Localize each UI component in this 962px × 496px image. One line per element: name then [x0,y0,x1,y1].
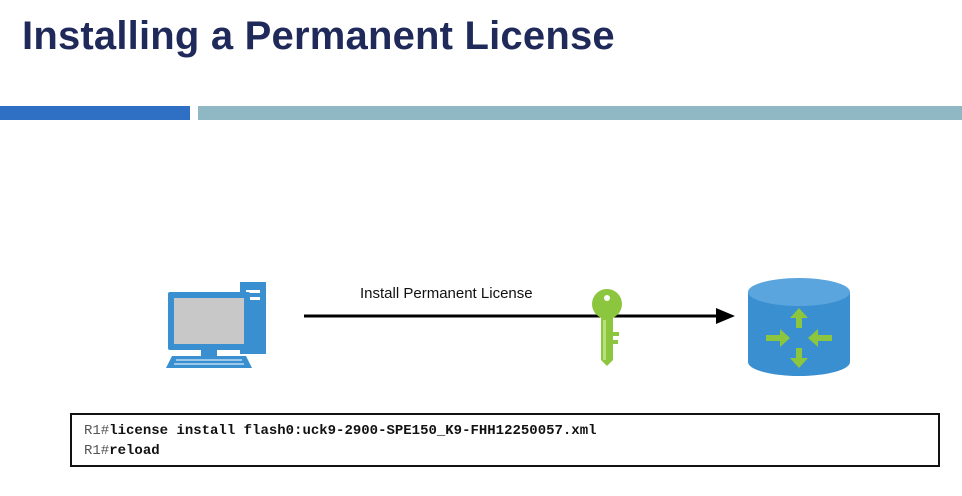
cli-line: R1#reload [84,441,938,461]
cli-command: license install flash0:uck9-2900-SPE150_… [109,423,597,439]
slide-title: Installing a Permanent License [22,14,615,58]
key-icon [592,289,622,366]
cli-command: reload [109,443,160,459]
title-underline [198,106,962,120]
router-icon [748,278,850,376]
cli-line: R1#license install flash0:uck9-2900-SPE1… [84,421,938,441]
arrow-label: Install Permanent License [360,285,533,302]
cli-prompt: R1# [84,443,110,459]
title-underline-accent [0,106,190,120]
cli-prompt: R1# [84,423,110,439]
cli-output-box: R1#license install flash0:uck9-2900-SPE1… [70,413,940,467]
computer-icon [166,282,266,368]
install-arrow [304,308,735,324]
